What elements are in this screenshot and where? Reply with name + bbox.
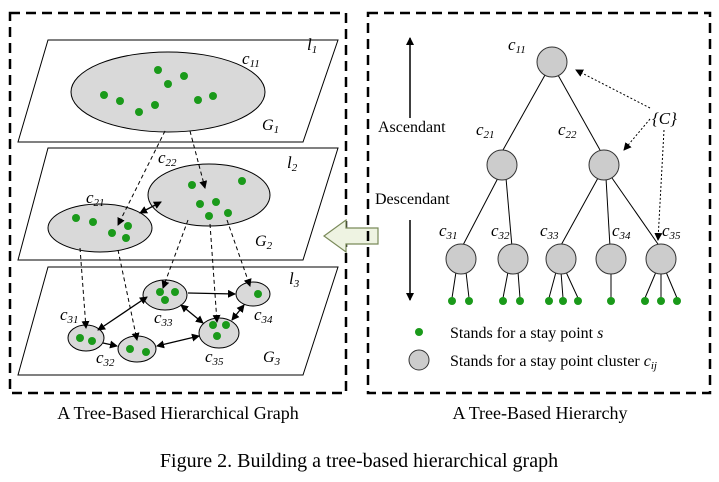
cluster-label-c21: c21 <box>86 188 105 209</box>
cluster-label-c31: c31 <box>60 305 79 326</box>
panel-arrow-icon <box>322 218 379 254</box>
left-panel-frame <box>8 11 348 395</box>
tree-node-c35 <box>645 243 677 275</box>
descendant-label: Descendant <box>375 191 450 208</box>
legend-point-icon <box>415 328 423 336</box>
tree-edges <box>461 74 661 248</box>
cluster-label-c35: c35 <box>205 347 224 368</box>
tree-node-c32 <box>497 243 529 275</box>
cluster-label-c33: c33 <box>154 308 173 329</box>
tree-node-c33 <box>545 243 577 275</box>
tree-node-c21 <box>486 149 518 181</box>
graph-edges <box>97 201 245 349</box>
inter-layer-links <box>79 130 252 341</box>
legend-point-text: Stands for a stay point s <box>450 325 603 342</box>
layer-label-2: l2 <box>287 153 298 174</box>
tree-node-c11 <box>536 46 568 78</box>
leaf-stems <box>451 271 678 299</box>
tree-node-c22 <box>588 149 620 181</box>
graph-label-g1: G1 <box>262 117 279 136</box>
cluster-c21 <box>47 203 153 253</box>
tree-label-c31: c31 <box>439 221 458 242</box>
cluster-c11 <box>70 51 266 133</box>
tree-label-c33: c33 <box>540 221 559 242</box>
cluster-label-c34: c34 <box>254 305 273 326</box>
tree-label-c35: c35 <box>662 221 681 242</box>
tree-node-c31 <box>445 243 477 275</box>
tree-label-c11: c11 <box>508 35 526 56</box>
cluster-c34 <box>235 281 271 307</box>
graph-label-g3: G3 <box>263 349 281 368</box>
set-label-c: {C} <box>652 109 677 128</box>
cluster-c33 <box>142 279 188 311</box>
left-panel-caption: A Tree-Based Hierarchical Graph <box>57 403 298 423</box>
set-pointers <box>575 69 665 241</box>
cluster-label-c11: c11 <box>242 49 260 70</box>
left-stay-points <box>72 66 262 356</box>
tree-node-c34 <box>595 243 627 275</box>
tree-label-c34: c34 <box>612 221 631 242</box>
layer-label-3: l3 <box>289 269 300 290</box>
graph-label-g2: G2 <box>255 233 273 252</box>
tree-label-c32: c32 <box>491 221 510 242</box>
ascendant-label: Ascendant <box>378 119 446 136</box>
legend-cluster-icon <box>408 349 430 371</box>
right-panel-frame <box>366 11 712 395</box>
figure-caption: Figure 2. Building a tree-based hierarch… <box>160 450 558 472</box>
cluster-label-c22: c22 <box>158 148 177 169</box>
right-panel-caption: A Tree-Based Hierarchy <box>453 403 628 423</box>
tree-leaf-points <box>448 297 681 305</box>
legend-cluster-text: Stands for a stay point cluster cij <box>450 353 657 372</box>
layer-label-1: l1 <box>307 35 317 56</box>
cluster-label-c32: c32 <box>96 348 115 369</box>
tree-label-c22: c22 <box>558 120 577 141</box>
tree-label-c21: c21 <box>476 120 495 141</box>
